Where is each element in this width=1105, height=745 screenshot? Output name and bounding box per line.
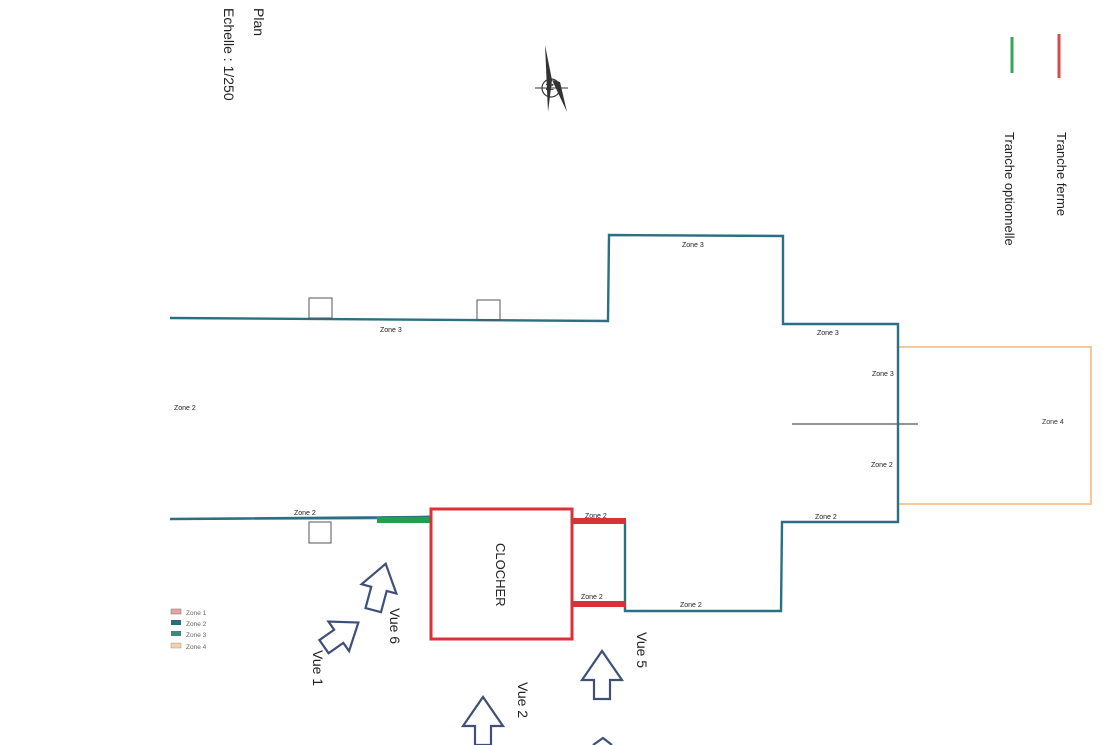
- view-arrow-5-icon: [579, 649, 625, 701]
- zone-label-right-side-upper: Zone 3: [872, 371, 894, 378]
- zone-label-transept-bottom: Zone 2: [815, 514, 837, 521]
- zone-key-swatch: [171, 620, 181, 625]
- zone-label-clocher-bottom: Zone 2: [581, 594, 603, 601]
- zone-key-label: Zone 1: [186, 610, 207, 617]
- buttress: [308, 521, 332, 544]
- zone-label-bottom-left: Zone 2: [294, 510, 316, 517]
- clocher-outline: [429, 507, 574, 641]
- building-outline: [169, 233, 900, 613]
- zone-label-right-side-lower: Zone 2: [871, 462, 893, 469]
- zone-key: Zone 1 Zone 2 Zone 3 Zone 4: [170, 608, 207, 651]
- zone-label-top-left: Zone 3: [380, 327, 402, 334]
- buttress: [476, 299, 501, 321]
- plan-label: Plan: [251, 8, 267, 36]
- vue-5-label: Vue 5: [634, 632, 650, 668]
- view-arrow-6-icon: [359, 561, 399, 614]
- vue-2-label: Vue 2: [515, 682, 531, 718]
- zone-key-swatch: [171, 631, 181, 636]
- view-arrow-partial-icon: [592, 736, 613, 745]
- tranche-ferme-label: Tranche ferme: [1054, 132, 1069, 216]
- zone-key-swatch: [170, 642, 182, 649]
- tranche-optionnelle-label: Tranche optionnelle: [1002, 132, 1017, 246]
- zone-key-label: Zone 2: [186, 621, 207, 628]
- scale-label: Echelle : 1/250: [221, 8, 237, 101]
- zone-label-clocher-top: Zone 2: [585, 513, 607, 520]
- plan-title: Plan Echelle : 1/250: [221, 8, 267, 101]
- buttress: [308, 297, 333, 319]
- zone-label-bottom-right: Zone 2: [680, 602, 702, 609]
- vue-1-label: Vue 1: [310, 650, 326, 686]
- zone-label-right-upper: Zone 3: [817, 330, 839, 337]
- svg-text:N: N: [543, 83, 555, 91]
- zone-key-label: Zone 4: [186, 644, 207, 651]
- view-arrow-2-icon: [460, 695, 506, 745]
- zone-label-apse: Zone 4: [1042, 419, 1064, 426]
- vue-6-label: Vue 6: [387, 608, 403, 644]
- zone-label-left-end: Zone 2: [174, 405, 196, 412]
- view-arrow-1-icon: [317, 620, 360, 655]
- zone-key-label: Zone 3: [186, 632, 207, 639]
- clocher-label: CLOCHER: [493, 543, 508, 607]
- zone-key-swatch: [170, 608, 182, 615]
- north-arrow-icon: N: [535, 45, 568, 112]
- zone-label-transept-top: Zone 3: [682, 242, 704, 249]
